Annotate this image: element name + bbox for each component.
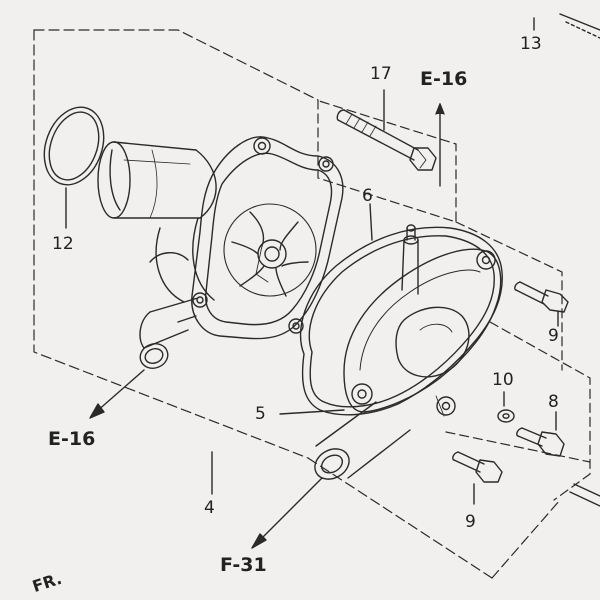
callout-5: 5	[255, 404, 266, 424]
callout-8: 8	[548, 392, 559, 412]
arrow-e16-left	[89, 369, 145, 419]
arrow-e16-top	[435, 103, 445, 187]
callout-12: 12	[52, 234, 74, 254]
o-ring-12	[43, 106, 105, 186]
bolt-fragment	[569, 483, 600, 507]
bolt-9-lower	[452, 451, 503, 483]
corner-fragment	[533, 13, 600, 39]
callout-9-upper: 9	[548, 326, 559, 346]
callout-9-lower: 9	[465, 512, 476, 532]
assembly-frame-outer	[33, 29, 561, 579]
callout-4: 4	[204, 498, 215, 518]
pump-body	[97, 136, 344, 369]
gasket-6	[299, 226, 503, 416]
callout-17: 17	[370, 64, 392, 84]
ref-e16-top: E-16	[420, 68, 468, 90]
leader-5	[279, 409, 345, 415]
callout-10: 10	[492, 370, 514, 390]
bolt-8	[516, 427, 565, 457]
assembly-frame-inner	[315, 99, 591, 501]
pump-cover	[314, 224, 502, 480]
callout-13: 13	[520, 34, 542, 54]
leader-6	[369, 203, 373, 241]
ref-f31: F-31	[220, 554, 267, 576]
arrow-f31	[251, 477, 323, 549]
bolt-9-upper	[514, 281, 569, 313]
callout-6: 6	[362, 186, 373, 206]
bolt-17	[336, 109, 437, 171]
washer-10	[497, 409, 515, 423]
ref-e16-left: E-16	[48, 428, 96, 450]
